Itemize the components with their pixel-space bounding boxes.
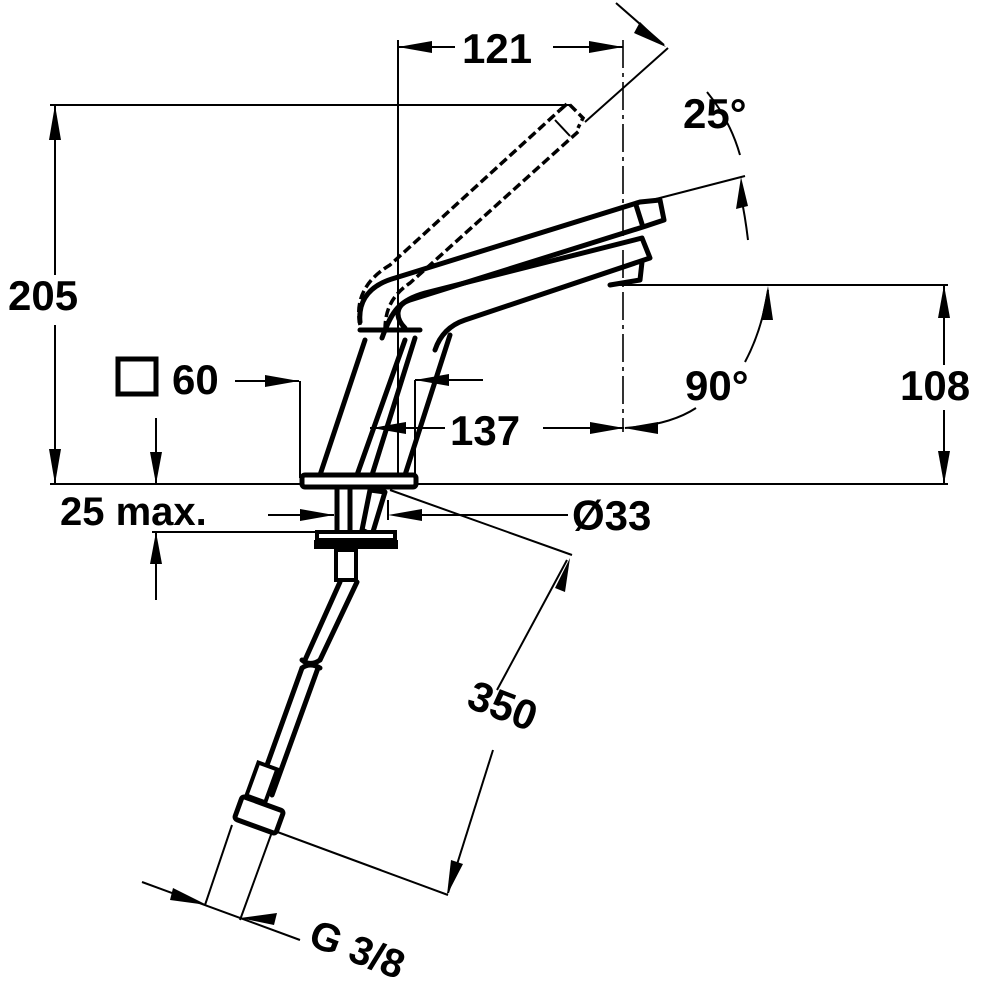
dim-137-label: 137 xyxy=(450,407,520,454)
dim-121-label: 121 xyxy=(462,25,532,72)
faucet-body xyxy=(232,100,667,836)
dim-108-label: 108 xyxy=(900,362,970,409)
dim-90deg-label: 90° xyxy=(685,362,749,409)
dim-33-label: Ø33 xyxy=(572,492,651,539)
dim-25max-label: 25 max. xyxy=(60,490,207,534)
dimension-lines xyxy=(49,2,950,941)
dim-60-label: 60 xyxy=(172,356,219,403)
dim-25deg-label: 25° xyxy=(683,90,747,137)
dim-205-label: 205 xyxy=(8,272,78,319)
square-icon xyxy=(115,356,159,397)
dim-350-label: 350 xyxy=(462,671,544,740)
dim-g38-label: G 3/8 xyxy=(304,912,411,988)
